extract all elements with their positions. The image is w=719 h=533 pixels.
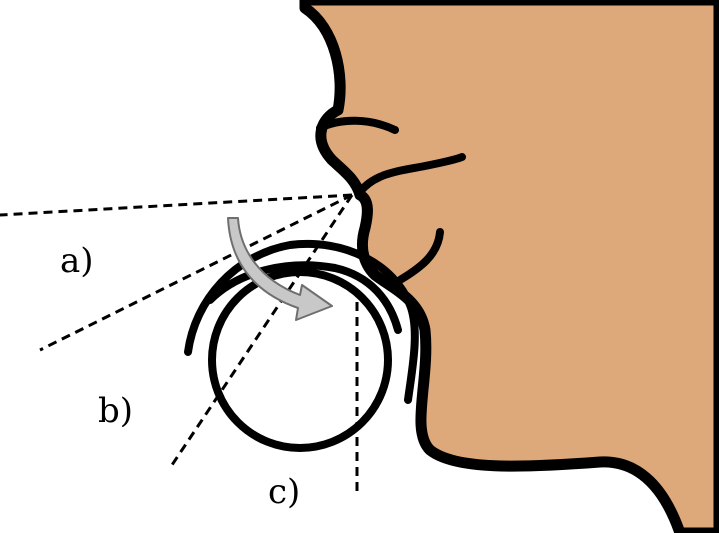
angle-line-a-b bbox=[39, 193, 353, 352]
lower-lip-stroke bbox=[396, 228, 444, 284]
label-b: b) bbox=[98, 391, 133, 431]
nostril-stroke bbox=[316, 116, 399, 134]
angle-line-b-c bbox=[170, 194, 354, 466]
angle-lines bbox=[0, 193, 359, 495]
rotation-arrow-icon bbox=[227, 217, 333, 321]
angle-line-a bbox=[0, 193, 353, 217]
label-a: a) bbox=[60, 241, 94, 281]
cup-rim-arc bbox=[206, 261, 402, 334]
cup-outer-arc bbox=[184, 239, 419, 404]
upper-lip-stroke bbox=[356, 153, 466, 196]
label-c: c) bbox=[268, 472, 300, 512]
face-profile bbox=[299, 0, 719, 533]
